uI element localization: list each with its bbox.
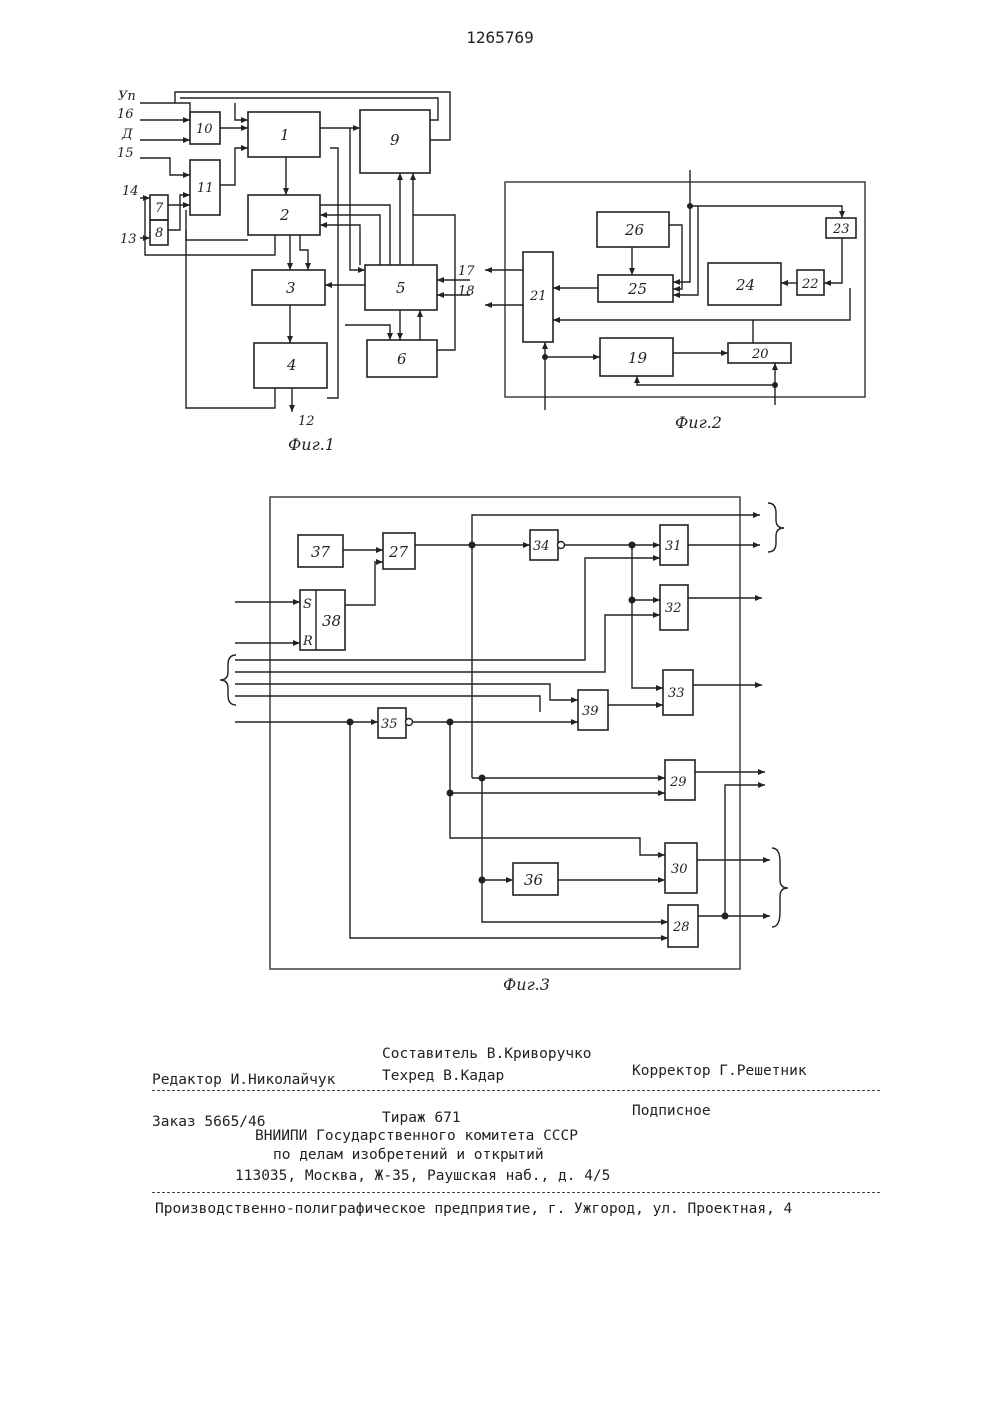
fig1-wire (140, 158, 190, 175)
imprint-address: 113035, Москва, Ж-35, Раушская наб., д. … (235, 1168, 610, 1184)
fig1-output-12: 12 (298, 414, 315, 429)
fig3-block-35-label: 35 (381, 717, 398, 732)
fig1-wire (140, 103, 190, 118)
fig1-caption: Фиг.1 (288, 435, 335, 454)
fig3-block-38-label: 38 (322, 612, 341, 630)
fig3-trigger-r: R (302, 634, 313, 649)
fig3-wire (345, 562, 383, 605)
fig3-block-36-label: 36 (524, 871, 544, 889)
fig3-wire (235, 684, 578, 700)
fig3-brace-top (768, 503, 784, 552)
fig1-input-up: Уп (118, 89, 136, 104)
fig1-diagram: 1 2 3 4 5 6 7 8 9 10 11 Уп 16 Д (117, 89, 475, 454)
fig3-block-32-label: 32 (665, 601, 682, 616)
fig1-wire (180, 98, 438, 120)
fig1-block-11-label: 11 (197, 181, 214, 196)
fig2-wire (690, 206, 842, 218)
fig3-block-29-label: 29 (669, 775, 687, 790)
imprint-subscription: Подписное (632, 1103, 711, 1119)
fig1-wire (220, 148, 248, 185)
fig3-wire (472, 515, 760, 545)
fig2-wire (824, 238, 842, 283)
fig1-wire (235, 103, 248, 120)
fig1-block-7-label: 7 (155, 201, 164, 216)
imprint-order: Заказ 5665/46 (152, 1114, 266, 1130)
fig1-block-10-label: 10 (196, 122, 213, 137)
fig3-brace-left (220, 655, 236, 705)
fig2-diagram: 19 20 21 22 23 24 25 26 Фиг.2 (485, 170, 865, 432)
fig1-block-1-label: 1 (280, 126, 290, 144)
fig1-input-16: 16 (117, 107, 134, 122)
fig1-block-3-label: 3 (286, 279, 296, 297)
fig1-block-5-label: 5 (396, 279, 406, 297)
fig3-block-34-label: 34 (533, 539, 550, 554)
fig2-block-23-label: 23 (832, 222, 850, 237)
fig1-wire (350, 128, 365, 270)
fig2-block-24-label: 24 (735, 276, 755, 294)
fig1-input-15: 15 (117, 146, 134, 161)
fig2-wire (669, 225, 682, 289)
imprint-divider (152, 1090, 880, 1091)
fig3-block-28-label: 28 (672, 920, 690, 935)
fig3-diagram: 37 27 S R 38 34 31 32 33 39 35 29 (220, 497, 788, 994)
fig3-block-39-label: 39 (582, 704, 599, 719)
fig1-block-4-label: 4 (286, 356, 297, 374)
fig1-block-8-label: 8 (155, 226, 163, 241)
fig3-wire (235, 558, 660, 660)
fig3-wire (632, 545, 663, 688)
fig3-block-31-label: 31 (665, 539, 682, 554)
fig1-wire (175, 92, 450, 140)
fig1-wire (145, 198, 275, 255)
fig1-wire (320, 225, 360, 265)
fig1-wire (327, 148, 338, 398)
imprint-compiler: Составитель В.Криворучко (382, 1046, 592, 1062)
fig3-caption: Фиг.3 (503, 975, 550, 994)
fig3-block-37-label: 37 (311, 543, 331, 561)
imprint-circulation: Тираж 671 (382, 1110, 461, 1126)
imprint-corrector: Корректор Г.Решетник (632, 1063, 807, 1079)
fig2-block-21-label: 21 (529, 289, 547, 304)
fig3-brace-bottom (772, 848, 788, 927)
fig1-input-18: 18 (458, 284, 475, 299)
fig2-block-22-label: 22 (801, 277, 819, 292)
imprint-divider (152, 1192, 880, 1193)
fig3-block-30-label: 30 (671, 862, 688, 877)
fig3-trigger-s: S (303, 597, 312, 612)
fig2-wire (637, 376, 775, 385)
fig3-wire (350, 722, 668, 938)
fig1-wire (186, 230, 275, 408)
imprint-org2: по делам изобретений и открытий (273, 1147, 544, 1163)
fig3-wire (725, 785, 765, 916)
fig1-wire (345, 325, 390, 340)
fig2-caption: Фиг.2 (675, 413, 722, 432)
fig1-wire (300, 235, 308, 270)
fig1-input-17: 17 (458, 264, 475, 279)
fig2-block-19-label: 19 (628, 349, 648, 367)
fig1-input-13: 13 (120, 232, 137, 247)
fig2-block-25-label: 25 (627, 280, 647, 298)
fig1-input-14: 14 (122, 184, 139, 199)
imprint-printer: Производственно-полиграфическое предприя… (155, 1201, 792, 1217)
fig1-block-9-label: 9 (390, 131, 400, 149)
fig1-input-d: Д (121, 127, 133, 142)
fig1-block-6-label: 6 (397, 350, 407, 368)
fig2-block-26-label: 26 (624, 221, 645, 239)
fig3-block-27-label: 27 (388, 543, 409, 561)
fig1-block-2-label: 2 (279, 206, 290, 224)
fig3-wire (235, 696, 540, 712)
fig2-block-20-label: 20 (751, 347, 769, 362)
fig3-block-33-label: 33 (668, 686, 685, 701)
imprint-techred: Техред В.Кадар (382, 1068, 504, 1084)
imprint-editor: Редактор И.Николайчук (152, 1072, 335, 1088)
imprint-org1: ВНИИПИ Государственного комитета СССР (255, 1128, 578, 1144)
